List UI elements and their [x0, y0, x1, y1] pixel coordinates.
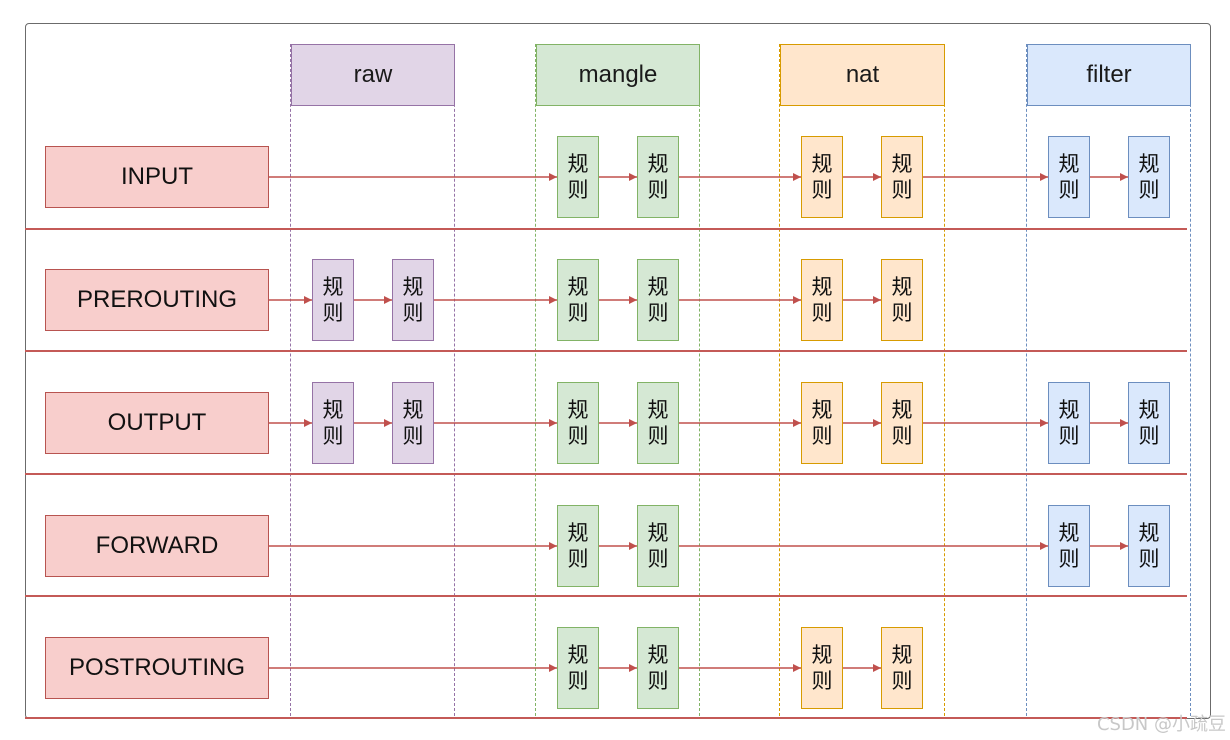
- rule-box: 规则: [1128, 136, 1170, 218]
- column-guide-filter: [1190, 44, 1192, 716]
- rule-box: 规则: [392, 382, 434, 464]
- column-guide-raw: [290, 44, 292, 716]
- rule-box: 规则: [1048, 136, 1090, 218]
- rule-box: 规则: [637, 627, 679, 709]
- rule-box: 规则: [801, 136, 843, 218]
- table-header-mangle: mangle: [536, 44, 700, 106]
- column-guide-mangle: [535, 44, 537, 716]
- row-separator: [25, 595, 1187, 597]
- rule-box: 规则: [881, 382, 923, 464]
- rule-box: 规则: [801, 627, 843, 709]
- row-separator: [25, 350, 1187, 352]
- row-separator: [25, 473, 1187, 475]
- rule-box: 规则: [801, 382, 843, 464]
- watermark: CSDN @小疏豆: [1096, 714, 1226, 735]
- table-header-nat: nat: [780, 44, 945, 106]
- rule-box: 规则: [557, 627, 599, 709]
- rule-box: 规则: [392, 259, 434, 341]
- chain-input: INPUT: [45, 146, 269, 208]
- column-guide-mangle: [699, 44, 701, 716]
- rule-box: 规则: [1128, 382, 1170, 464]
- row-separator: [25, 228, 1187, 230]
- chain-postrouting: POSTROUTING: [45, 637, 269, 699]
- column-guide-nat: [779, 44, 781, 716]
- rule-box: 规则: [1128, 505, 1170, 587]
- table-header-raw: raw: [291, 44, 455, 106]
- rule-box: 规则: [557, 259, 599, 341]
- rule-box: 规则: [637, 259, 679, 341]
- rule-box: 规则: [312, 259, 354, 341]
- rule-box: 规则: [881, 627, 923, 709]
- rule-box: 规则: [557, 505, 599, 587]
- rule-box: 规则: [637, 136, 679, 218]
- chain-prerouting: PREROUTING: [45, 269, 269, 331]
- chain-forward: FORWARD: [45, 515, 269, 577]
- table-header-filter: filter: [1027, 44, 1191, 106]
- rule-box: 规则: [1048, 505, 1090, 587]
- row-separator: [25, 717, 1187, 719]
- rule-box: 规则: [637, 382, 679, 464]
- rule-box: 规则: [637, 505, 679, 587]
- column-guide-raw: [454, 44, 456, 716]
- rule-box: 规则: [312, 382, 354, 464]
- chain-output: OUTPUT: [45, 392, 269, 454]
- rule-box: 规则: [801, 259, 843, 341]
- rule-box: 规则: [557, 136, 599, 218]
- column-guide-nat: [944, 44, 946, 716]
- rule-box: 规则: [1048, 382, 1090, 464]
- column-guide-filter: [1026, 44, 1028, 716]
- rule-box: 规则: [557, 382, 599, 464]
- rule-box: 规则: [881, 136, 923, 218]
- rule-box: 规则: [881, 259, 923, 341]
